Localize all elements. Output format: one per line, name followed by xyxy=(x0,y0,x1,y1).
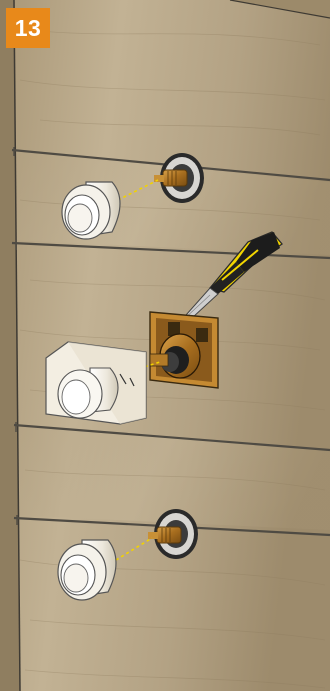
mixer-valve-body xyxy=(150,312,218,388)
step-number-badge: 13 xyxy=(6,8,50,48)
protective-cap xyxy=(62,182,120,239)
protective-plaster-box xyxy=(46,342,146,424)
